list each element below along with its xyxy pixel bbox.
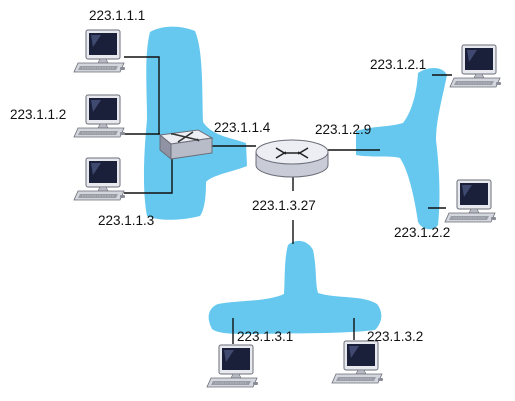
- router-icon: [255, 139, 329, 178]
- label-223-1-3-1: 223.1.3.1: [237, 329, 293, 344]
- label-223-1-3-2: 223.1.3.2: [367, 329, 423, 344]
- label-223-1-1-2: 223.1.1.2: [10, 107, 66, 122]
- host-223-1-1-3-computer-icon: [73, 157, 126, 201]
- host-223-1-3-1-computer-icon: [206, 344, 259, 388]
- label-223-1-2-9: 223.1.2.9: [315, 122, 371, 137]
- switch-icon: [158, 129, 214, 161]
- host-223-1-1-2-computer-icon: [73, 94, 126, 138]
- label-223-1-2-2: 223.1.2.2: [394, 225, 450, 240]
- host-223-1-3-2-computer-icon: [331, 340, 384, 384]
- subnet-3-cloud: [208, 240, 382, 334]
- subnet-2-cloud: [356, 67, 447, 230]
- host-223-1-2-1-computer-icon: [449, 44, 502, 88]
- links: [124, 56, 452, 344]
- host-223-1-1-1-computer-icon: [73, 29, 126, 73]
- label-223-1-1-1: 223.1.1.1: [89, 8, 145, 23]
- host-223-1-2-2-computer-icon: [444, 179, 497, 223]
- subnet-1-cloud: [143, 26, 247, 220]
- label-223-1-3-27: 223.1.3.27: [252, 198, 316, 213]
- label-223-1-1-4: 223.1.1.4: [214, 120, 271, 135]
- label-223-1-2-1: 223.1.2.1: [370, 57, 426, 72]
- label-223-1-1-3: 223.1.1.3: [98, 213, 154, 228]
